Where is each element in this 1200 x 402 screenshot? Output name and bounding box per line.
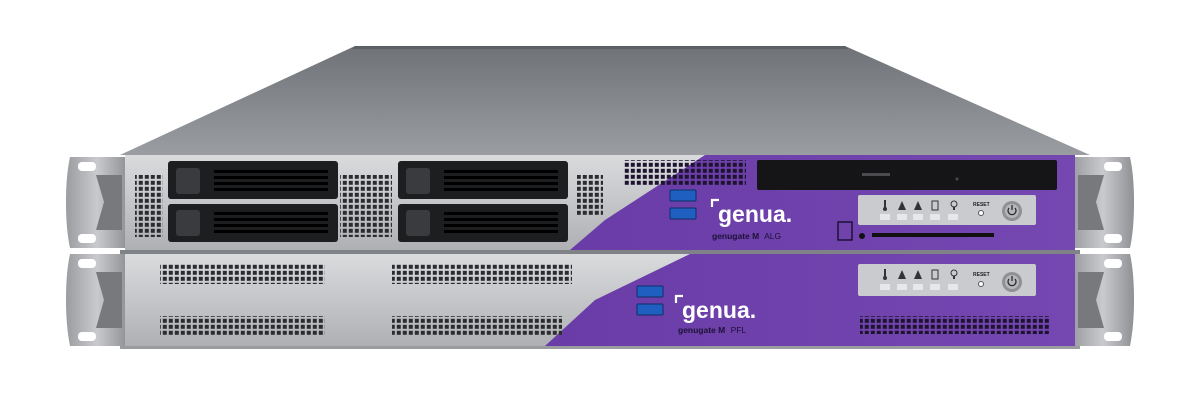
network-icon (898, 201, 906, 210)
drive-bay[interactable] (398, 204, 568, 242)
vent-grille (624, 160, 746, 186)
model-label: genugate M ALG (712, 231, 781, 241)
reset-label: RESET (973, 202, 990, 208)
usb-port[interactable] (669, 207, 697, 220)
network-icon (914, 270, 922, 279)
vent-grille (135, 175, 163, 237)
card-slot-led (859, 233, 865, 239)
drive-bay[interactable] (398, 161, 568, 199)
upper-unit: genua. genugate M ALG RESET (66, 155, 1134, 250)
reset-button[interactable] (978, 210, 984, 216)
usb-port[interactable] (669, 189, 697, 202)
vent-grille (160, 316, 325, 336)
usb-port[interactable] (636, 303, 664, 316)
brand-bracket-icon (710, 198, 719, 207)
drive-icon (931, 200, 939, 211)
vent-grille (577, 175, 603, 215)
power-supply-icon (950, 200, 958, 210)
id-badge-icon (837, 221, 853, 241)
reset-label: RESET (973, 272, 990, 278)
thermometer-icon (883, 269, 887, 280)
network-icon (898, 270, 906, 279)
chassis-top-surface (120, 46, 1090, 155)
card-slot[interactable] (872, 233, 994, 237)
drive-icon (931, 269, 939, 280)
vent-grille (160, 264, 325, 284)
vent-grille (392, 264, 572, 284)
drive-bay[interactable] (168, 204, 338, 242)
led-indicators (880, 284, 958, 290)
power-button[interactable] (1002, 201, 1022, 221)
optical-drive[interactable] (757, 160, 1057, 190)
brand-logo-text: genua. (682, 297, 756, 323)
rack-ear-right (1072, 254, 1134, 346)
drive-bay[interactable] (168, 161, 338, 199)
lower-unit: genua. genugate M PFL RESET (66, 254, 1134, 346)
model-label: genugate M PFL (678, 325, 746, 335)
power-supply-icon (950, 269, 958, 279)
usb-port[interactable] (636, 285, 664, 298)
reset-button[interactable] (978, 281, 984, 287)
brand-logo-text: genua. (718, 201, 792, 227)
vent-grille (860, 316, 1050, 334)
thermometer-icon (883, 200, 887, 211)
network-icon (914, 201, 922, 210)
rack-ear-left (66, 157, 128, 248)
power-button[interactable] (1002, 272, 1022, 292)
vent-grille (392, 316, 562, 336)
vent-grille (340, 175, 392, 237)
rack-ear-left (66, 254, 128, 346)
brand-bracket-icon (674, 294, 683, 303)
rack-ear-right (1072, 157, 1134, 248)
led-indicators (880, 214, 958, 220)
